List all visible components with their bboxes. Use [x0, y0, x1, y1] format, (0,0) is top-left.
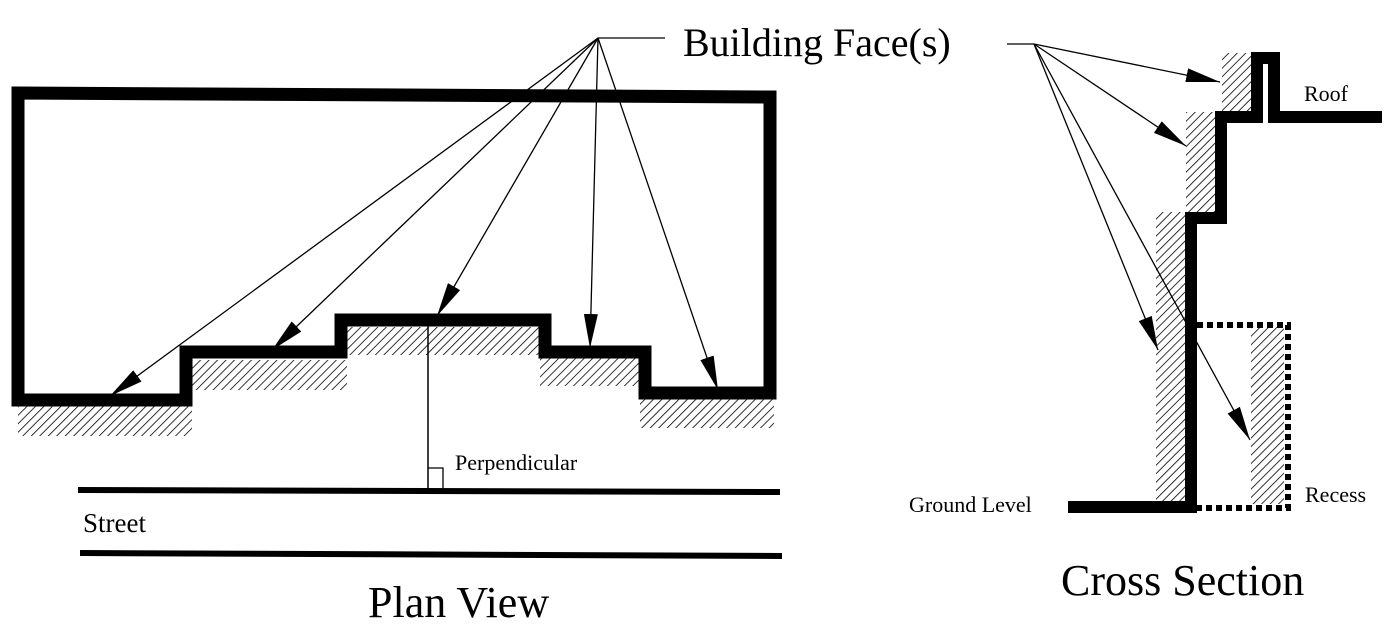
street-label: Street [83, 508, 146, 538]
street-edge-bottom [79, 550, 783, 559]
plan-view-title: Plan View [368, 578, 549, 627]
perpendicular-label: Perpendicular [455, 450, 578, 475]
building-faces-label: Building Face(s) [683, 20, 951, 65]
street-edge-top [77, 487, 781, 495]
hatch-face-2 [192, 360, 347, 390]
hatch-parapet [1222, 53, 1251, 112]
arrow-to-lower-wall [1033, 43, 1159, 351]
building-outline [11, 86, 777, 407]
hatch-recess-wall [1251, 326, 1284, 504]
arrow-to-face-4 [583, 37, 599, 349]
plan-view: Perpendicular Street Plan View [11, 86, 783, 627]
ground-level-label: Ground Level [909, 492, 1032, 517]
right-angle-marker [428, 467, 444, 488]
arrow-to-face-5 [597, 37, 719, 391]
arrow-to-recess-wall [1033, 43, 1251, 441]
arrow-to-face-3 [436, 37, 599, 317]
recess-label: Recess [1305, 482, 1366, 507]
cross-section-title: Cross Section [1061, 556, 1304, 605]
hatch-upper-wall [1186, 112, 1215, 212]
arrow-to-face-2 [271, 37, 599, 351]
hatch-face-3 [347, 327, 540, 355]
hatch-face-5 [640, 398, 774, 428]
roof-label: Roof [1304, 81, 1349, 106]
arrow-to-upper-wall [1033, 43, 1187, 147]
hatch-lower-wall [1156, 212, 1186, 502]
hatch-face-1 [18, 406, 192, 436]
arrow-to-parapet [1033, 43, 1221, 83]
cross-section-callout [1007, 43, 1251, 441]
hatch-face-4 [540, 356, 640, 386]
arrow-to-face-1 [109, 37, 599, 397]
recess-outline [1197, 322, 1291, 511]
cross-section: Roof Ground Level Recess Cross Section [909, 52, 1382, 605]
building-profile [1068, 52, 1382, 513]
building-faces-callout: Building Face(s) [109, 20, 951, 397]
